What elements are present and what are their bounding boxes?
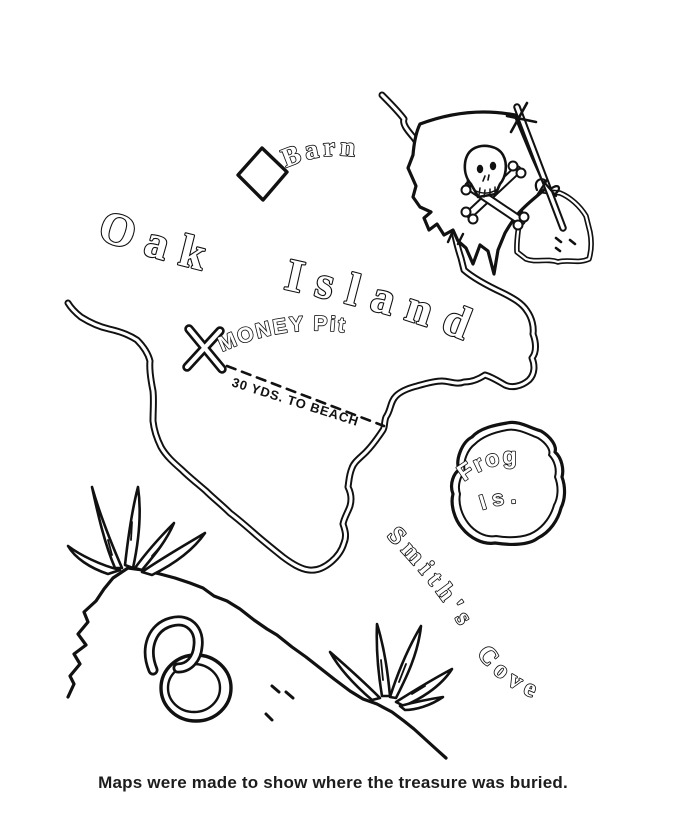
skull-eyes <box>476 161 497 174</box>
pole-top-lashing <box>505 101 538 134</box>
svg-text:Barn: Barn <box>277 131 360 173</box>
leaf <box>140 531 207 577</box>
frog-island <box>449 420 567 547</box>
shoreline-inner-gap <box>66 93 538 572</box>
landmass-hatch-marks <box>554 236 577 253</box>
x-marks-the-spot <box>182 324 227 374</box>
skull-nose <box>482 174 490 182</box>
hook-highlight <box>146 618 201 673</box>
skull-eye <box>476 164 484 174</box>
leaf <box>375 622 392 698</box>
sand-hatch-marks <box>264 684 295 722</box>
flag-hatch-marks <box>446 231 465 246</box>
main-island-shoreline <box>64 91 539 574</box>
mooring-ring <box>143 615 233 723</box>
leaf <box>66 544 122 576</box>
bone-knob <box>512 219 524 231</box>
sand-hatch-mark <box>554 236 563 244</box>
bone-knob <box>507 160 519 172</box>
beach-ridge-line <box>66 566 448 760</box>
sand-hatch-mark <box>264 712 274 722</box>
grass-tuft-right <box>328 622 454 712</box>
leaf <box>133 521 176 572</box>
northeast-landmass <box>514 184 594 265</box>
skull-eye <box>489 161 497 171</box>
page-caption: Maps were made to show where the treasur… <box>98 773 568 792</box>
leaf <box>388 624 423 700</box>
leaf-veins <box>107 521 161 557</box>
sand-hatch-mark <box>554 246 562 253</box>
distance-to-beach-label: 30 YDS. TO BEACH <box>230 375 360 429</box>
pirate-flag-group <box>406 110 548 276</box>
leaf-veins <box>380 659 426 695</box>
sand-hatch-mark <box>270 684 281 694</box>
x-stroke-fill <box>184 326 225 372</box>
pole-middle-bow <box>534 178 561 199</box>
bone-knob <box>515 167 527 179</box>
leaf <box>90 485 124 570</box>
barn-marker-diamond <box>236 146 289 202</box>
grass-tuft-left <box>66 485 207 577</box>
frog-island-inner-shore <box>457 428 559 539</box>
bone-knob <box>467 213 479 225</box>
skull-mouth <box>475 186 499 198</box>
sand-hatch-mark <box>284 690 295 700</box>
sand-hatch-mark <box>568 238 577 246</box>
barn-label: Barn <box>276 130 357 174</box>
dashed-path-to-beach <box>225 364 386 428</box>
bone-knob <box>460 206 472 218</box>
flag-pole-group <box>505 101 567 232</box>
bone-knob <box>460 184 472 196</box>
skull <box>463 144 508 199</box>
frog-island-outer-shore <box>449 420 567 547</box>
skull-and-crossbones <box>460 144 530 231</box>
svg-text:30 YDS. TO BEACH: 30 YDS. TO BEACH <box>230 375 361 429</box>
leaf <box>328 650 382 702</box>
bone-knob <box>518 211 530 223</box>
money-pit-label: MONEY Pit <box>214 311 347 357</box>
flag-pole-fill <box>515 105 565 230</box>
svg-text:MONEY Pit: MONEY Pit <box>215 312 348 356</box>
leaf <box>398 695 445 712</box>
